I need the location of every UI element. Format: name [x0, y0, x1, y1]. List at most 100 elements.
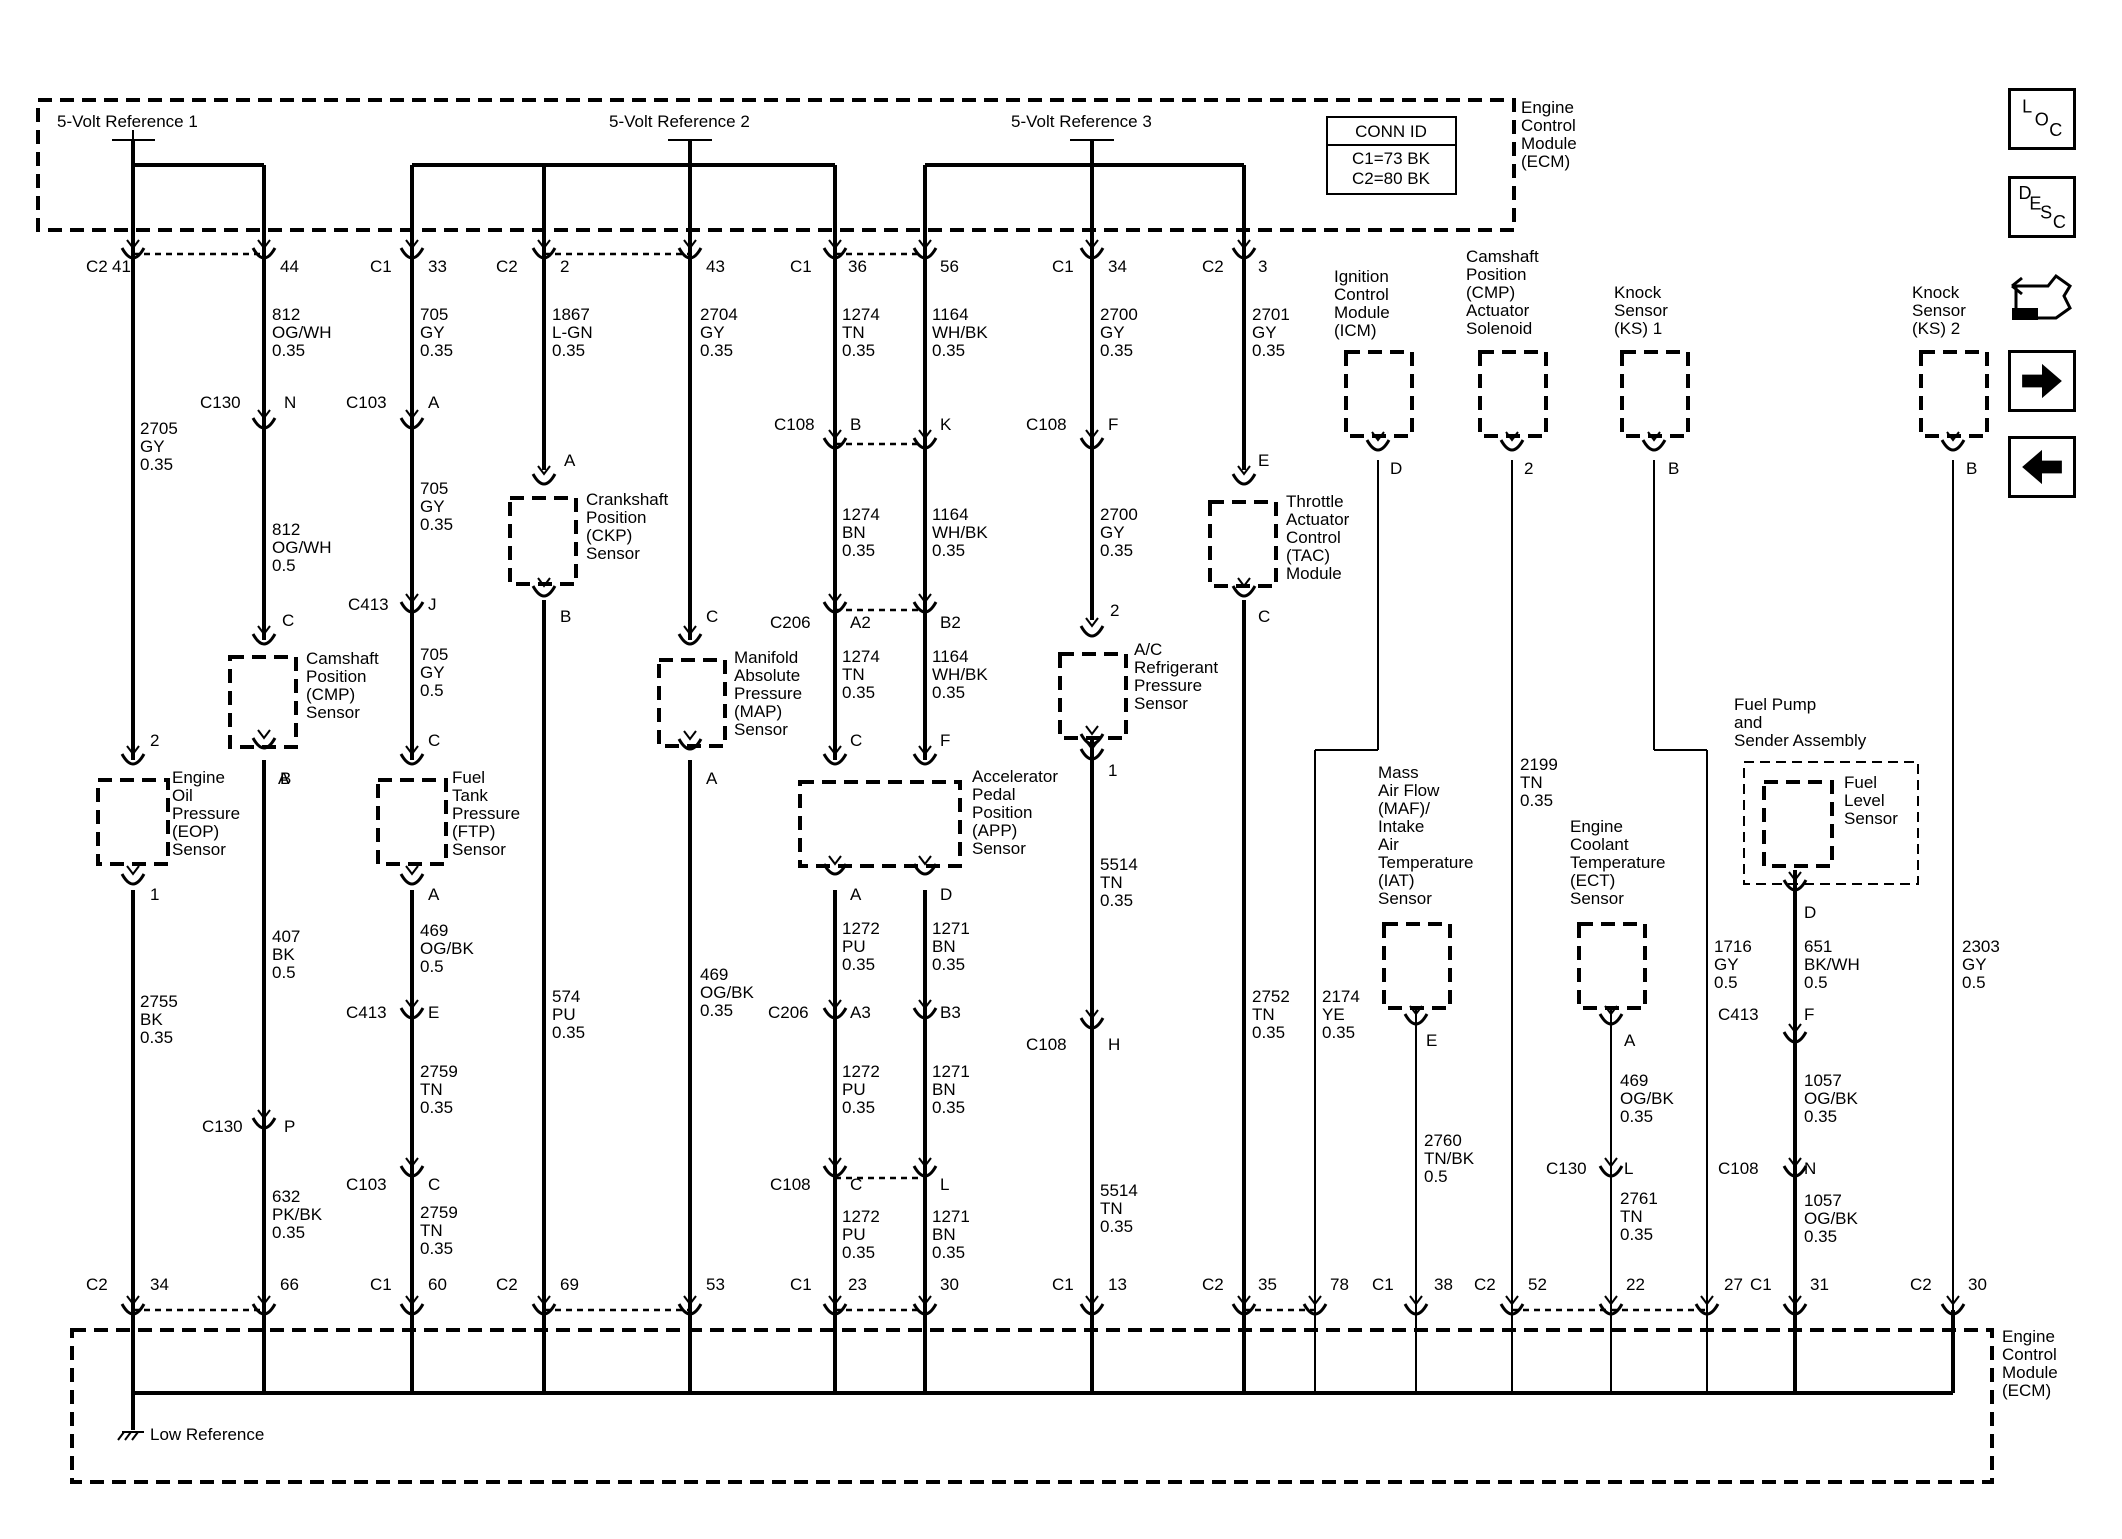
maf-label-line: Sensor — [1378, 889, 1432, 908]
connector-pin-label: C2 — [1202, 257, 1224, 276]
connector-pin-label: A2 — [850, 613, 871, 632]
ect-label-line: Coolant — [1570, 835, 1629, 854]
w16-label-line: 469 — [700, 965, 728, 984]
ac-label-line: Pressure — [1134, 676, 1202, 695]
connector-pin-label: B — [1966, 459, 1977, 478]
w34-label-line: TN — [1252, 1005, 1275, 1024]
svg-text:S: S — [2040, 203, 2052, 223]
w2-label-line: BK — [140, 1010, 163, 1029]
desc-button[interactable]: D E S C — [2008, 176, 2076, 238]
w1-label-line: 0.35 — [140, 455, 173, 474]
cmp-label-line: (CMP) — [306, 685, 355, 704]
w38-label-line: OG/BK — [1620, 1089, 1675, 1108]
connector-terminal-pin — [257, 239, 271, 250]
connector-terminal — [912, 1007, 938, 1020]
connector-terminal — [677, 738, 703, 751]
w18-label-line: 0.35 — [842, 541, 875, 560]
w5-label-line: 0.5 — [272, 963, 296, 982]
connector-terminal-pin — [1085, 617, 1099, 628]
connector-terminal — [822, 601, 848, 614]
w6-label-line: 632 — [272, 1187, 300, 1206]
eop-label-line: Oil — [172, 786, 193, 805]
connector-terminal-pin — [405, 593, 419, 604]
w39-label-line: TN — [1620, 1207, 1643, 1226]
connector-terminal — [531, 1303, 557, 1316]
connector-terminal-pin — [683, 1295, 697, 1306]
w40-label-line: 1716 — [1714, 937, 1752, 956]
w15-label-line: 2704 — [700, 305, 738, 324]
connector-terminal — [251, 1117, 277, 1130]
app-label-line: Sensor — [972, 839, 1026, 858]
previous-page-button[interactable] — [2008, 436, 2076, 498]
cmp-sensor-box — [228, 655, 298, 749]
connector-terminal — [1403, 1303, 1429, 1316]
connector-pin-label: D — [1390, 459, 1402, 478]
loc-button[interactable]: L O C — [2008, 88, 2076, 150]
desc-icon: D E S C — [2019, 183, 2066, 232]
connector-pin-label: A — [850, 885, 862, 904]
connector-pin-label: 41 — [112, 257, 131, 276]
connector-pin-label: C — [850, 731, 862, 750]
ftp-label-line: Tank — [452, 786, 488, 805]
connector-pin-label: C — [428, 731, 440, 750]
connector-terminal-pin — [1647, 431, 1661, 442]
w1-label-line: GY — [140, 437, 165, 456]
w21-label-line: 0.35 — [842, 1098, 875, 1117]
w19-label-line: 1274 — [842, 647, 880, 666]
connector-pin-label: E — [1426, 1031, 1437, 1050]
w17-label-line: 0.35 — [842, 341, 875, 360]
ftp-label-line: Sensor — [452, 840, 506, 859]
w18-label-line: 1274 — [842, 505, 880, 524]
w38-label-line: 0.35 — [1620, 1107, 1653, 1126]
connector-terminal — [1079, 1017, 1105, 1030]
connector-pin-label: 33 — [428, 257, 447, 276]
svg-text:D: D — [2019, 183, 2032, 203]
connector-pin-label: A — [564, 451, 576, 470]
w8-label-line: 0.35 — [420, 515, 453, 534]
connector-terminal — [251, 737, 277, 750]
connector-terminal — [399, 1007, 425, 1020]
connector-terminal — [822, 863, 848, 876]
w40-label-line: GY — [1714, 955, 1739, 974]
connector-pin-label: 53 — [706, 1275, 725, 1294]
fuel-level-sensor-box — [1762, 780, 1834, 868]
connector-terminal-pin — [918, 593, 932, 604]
connector-pin-label: C1 — [790, 1275, 812, 1294]
connector-end-view-button[interactable] — [2008, 264, 2076, 332]
connector-pin-label: 3 — [1258, 257, 1267, 276]
connector-terminal — [251, 247, 277, 260]
w15-label-line: GY — [700, 323, 725, 342]
app-label-line: Pedal — [972, 785, 1015, 804]
w37-label-line: 0.35 — [1520, 791, 1553, 810]
next-page-button[interactable] — [2008, 350, 2076, 412]
w33-label-line: 2701 — [1252, 305, 1290, 324]
cmp-sol-label-line: Actuator — [1466, 301, 1530, 320]
connector-terminal — [677, 247, 703, 260]
w16-label-line: OG/BK — [700, 983, 755, 1002]
connector-pin-label: C108 — [774, 415, 815, 434]
ect-label-line: Engine — [1570, 817, 1623, 836]
conn-id-c1: C1=73 BK — [1352, 149, 1431, 168]
connector-terminal-pin — [918, 429, 932, 440]
fuel-pump-label-line: Fuel Pump — [1734, 695, 1816, 714]
w35-label-line: YE — [1322, 1005, 1345, 1024]
w42-label-line: OG/BK — [1804, 1089, 1859, 1108]
w42-label-line: 0.35 — [1804, 1107, 1837, 1126]
w4-label-line: 812 — [272, 520, 300, 539]
fuel-pump-label-line: and — [1734, 713, 1762, 732]
ckp-label-line: Crankshaft — [586, 490, 668, 509]
connector-terminal-pin — [1085, 239, 1099, 250]
connector-pin-label: C2 — [1474, 1275, 1496, 1294]
connector-pin-label: D — [940, 885, 952, 904]
ect-sensor-box — [1577, 922, 1647, 1010]
ckp-label-line: Sensor — [586, 544, 640, 563]
w41-label-line: BK/WH — [1804, 955, 1860, 974]
previous-arrow-icon — [2022, 449, 2062, 485]
connector-terminal — [822, 1007, 848, 1020]
reference-buses — [112, 130, 1246, 254]
w43-label-line: 1057 — [1804, 1191, 1842, 1210]
connector-pin-label: 34 — [1108, 257, 1127, 276]
eop-label-line: (EOP) — [172, 822, 219, 841]
connector-terminal-pin — [1700, 1295, 1714, 1306]
connector-terminal-pin — [828, 239, 842, 250]
